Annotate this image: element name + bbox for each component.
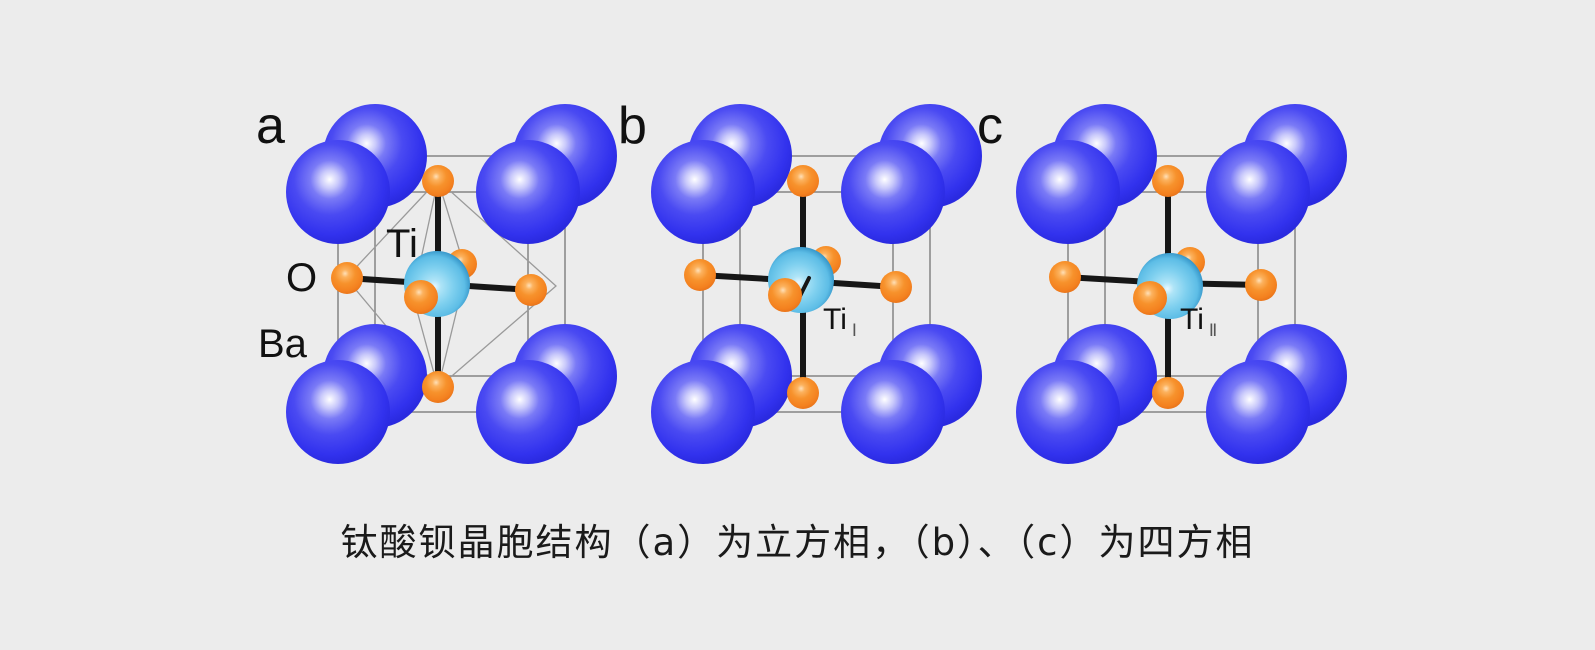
label-o-a: O [286, 256, 318, 300]
label-ti-one-b-subscript: Ⅰ [851, 321, 857, 340]
ba-atoms-b [651, 104, 982, 464]
label-ti-two-c-subscript: Ⅱ [1208, 321, 1218, 340]
panel-letter-b: b [618, 97, 647, 155]
panel-letter-a: a [256, 97, 285, 155]
panel-a-structure [286, 104, 617, 464]
o-atoms-a [331, 165, 547, 403]
panel-letter-c: c [977, 97, 1003, 155]
panel-c-structure [1016, 104, 1347, 464]
o-atoms-c [1049, 165, 1277, 409]
label-ti-a: Ti [386, 222, 418, 266]
o-atom-front-a [404, 280, 438, 314]
label-ba-a: Ba [258, 322, 307, 366]
o-atom-front-b [768, 278, 802, 312]
label-ti-two-c-text: Ti [1180, 303, 1204, 336]
o-atom-front-c [1133, 281, 1167, 315]
ba-atoms-c [1016, 104, 1347, 464]
label-ti-one-b-text: Ti [823, 303, 847, 336]
panel-b-structure [651, 104, 982, 464]
ba-atoms-a [286, 104, 617, 464]
o-atoms-b [684, 165, 912, 409]
figure-caption: 钛酸钡晶胞结构（a）为立方相，（b）、（c）为四方相 [340, 521, 1255, 564]
